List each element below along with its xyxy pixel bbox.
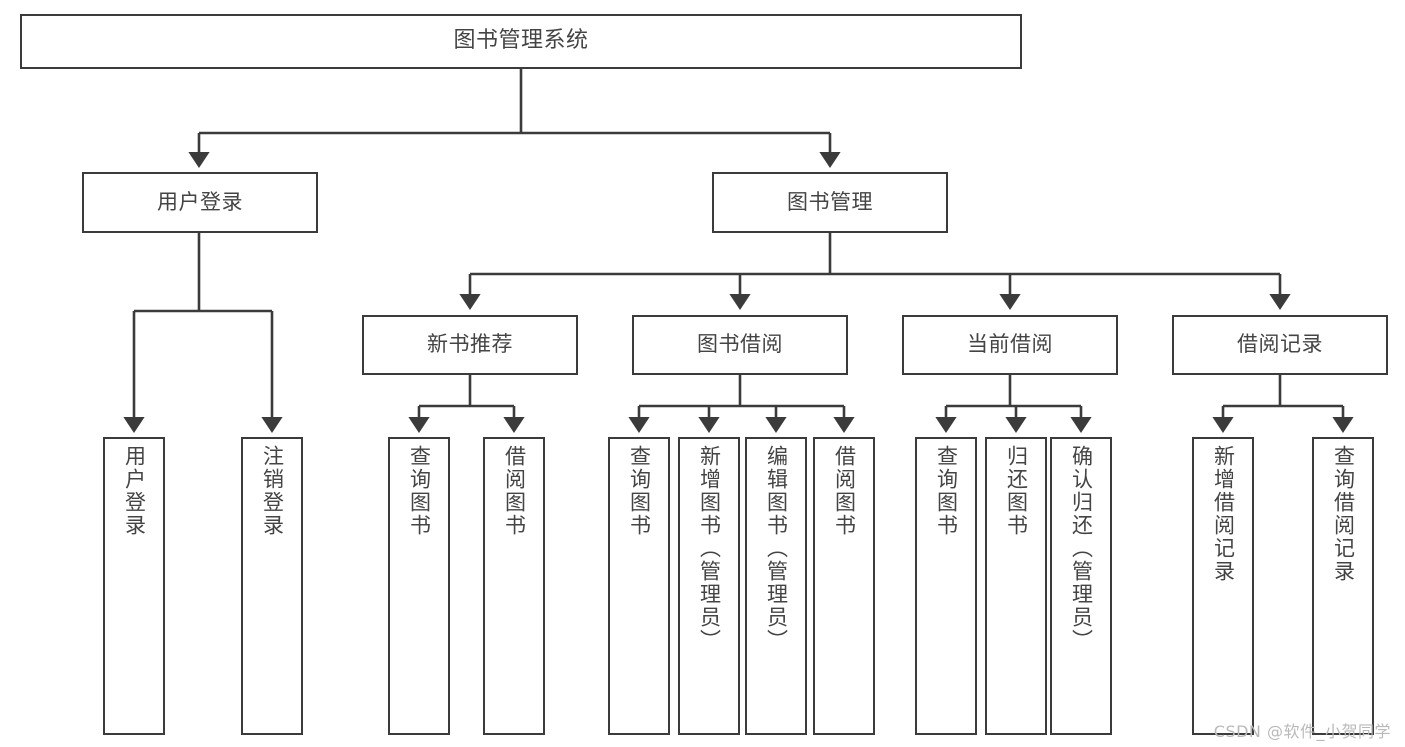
node-leaf-edit-book[interactable]: 编辑图书（管理员）: [745, 437, 807, 735]
node-leaf-query-book-1[interactable]: 查询图书: [388, 437, 450, 735]
node-leaf-borrow-book-1-label: 借阅图书: [502, 445, 527, 537]
node-leaf-query-book-3-label: 查询图书: [934, 445, 959, 537]
node-leaf-borrow-book-1[interactable]: 借阅图书: [483, 437, 545, 735]
node-book-manage-label: 图书管理: [787, 189, 873, 214]
node-leaf-query-record[interactable]: 查询借阅记录: [1312, 437, 1374, 735]
node-root-label: 图书管理系统: [453, 28, 589, 54]
node-user-login-label: 用户登录: [157, 189, 243, 214]
node-leaf-query-book-2-label: 查询图书: [627, 445, 652, 537]
csdn-watermark: CSDN @软件_小贺同学: [1213, 722, 1391, 741]
node-root[interactable]: 图书管理系统: [20, 14, 1022, 69]
node-borrow-record[interactable]: 借阅记录: [1172, 315, 1388, 375]
node-leaf-add-record-label: 新增借阅记录: [1211, 445, 1236, 583]
node-new-book-rec[interactable]: 新书推荐: [362, 315, 578, 375]
node-leaf-query-book-2[interactable]: 查询图书: [608, 437, 670, 735]
node-leaf-add-book[interactable]: 新增图书（管理员）: [678, 437, 740, 735]
node-leaf-user-login-label: 用户登录: [122, 445, 147, 537]
node-leaf-borrow-book-2[interactable]: 借阅图书: [813, 437, 875, 735]
node-leaf-return-book[interactable]: 归还图书: [985, 437, 1047, 735]
node-leaf-query-book-1-label: 查询图书: [407, 445, 432, 537]
node-leaf-borrow-book-2-label: 借阅图书: [832, 445, 857, 537]
node-leaf-add-record[interactable]: 新增借阅记录: [1192, 437, 1254, 735]
node-leaf-edit-book-label: 编辑图书（管理员）: [764, 445, 789, 652]
node-borrow-record-label: 借阅记录: [1237, 332, 1323, 357]
node-user-login[interactable]: 用户登录: [82, 172, 318, 233]
node-leaf-return-book-label: 归还图书: [1004, 445, 1029, 537]
node-leaf-query-book-3[interactable]: 查询图书: [915, 437, 977, 735]
node-current-borrow-label: 当前借阅: [967, 332, 1053, 357]
node-leaf-confirm-return[interactable]: 确认归还（管理员）: [1050, 437, 1112, 735]
node-new-book-rec-label: 新书推荐: [427, 332, 513, 357]
node-leaf-query-record-label: 查询借阅记录: [1331, 445, 1356, 583]
node-leaf-user-logout[interactable]: 注销登录: [241, 437, 303, 735]
node-book-borrow-label: 图书借阅: [697, 332, 783, 357]
node-leaf-user-logout-label: 注销登录: [260, 445, 285, 537]
node-book-manage[interactable]: 图书管理: [712, 172, 948, 233]
node-leaf-confirm-return-label: 确认归还（管理员）: [1069, 445, 1094, 652]
node-leaf-add-book-label: 新增图书（管理员）: [697, 445, 722, 652]
node-leaf-user-login[interactable]: 用户登录: [103, 437, 165, 735]
node-book-borrow[interactable]: 图书借阅: [632, 315, 848, 375]
node-current-borrow[interactable]: 当前借阅: [902, 315, 1118, 375]
